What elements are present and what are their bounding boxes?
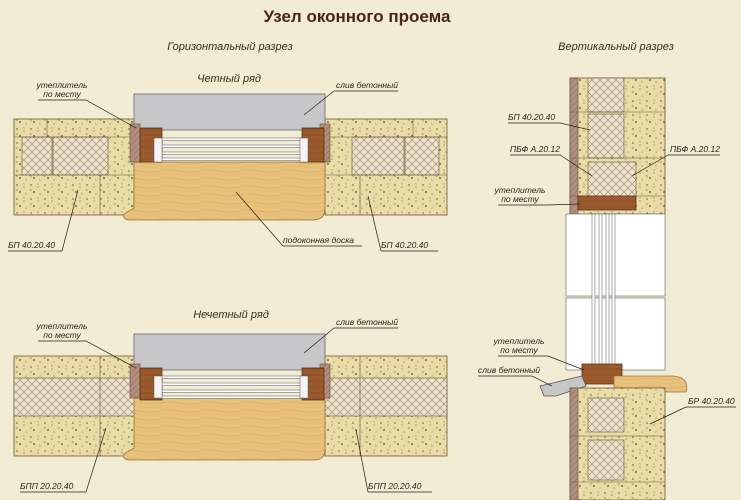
even-row-heading: Четный ряд	[197, 73, 261, 85]
vertical-insulation-bottom-line2: по месту	[500, 345, 538, 355]
horizontal-section-heading: Горизонтальный разрез	[167, 41, 293, 53]
sill-board-label: подоконная доска	[283, 235, 354, 245]
insulation-label-line1: утеплитель	[35, 80, 87, 90]
vertical-sill-label: слив бетонный	[478, 365, 540, 375]
windowsill-board	[123, 161, 326, 221]
odd-right-wall-insulation	[324, 377, 448, 417]
insulation-label-line2: по месту	[43, 89, 81, 99]
vertical-insulation-top-line1: утеплитель	[493, 185, 545, 195]
odd-window-glazing	[157, 375, 305, 399]
bottom-window-frame	[581, 363, 623, 385]
window-glazing	[157, 137, 305, 161]
window-opening-upper	[565, 213, 666, 297]
drawing-title: Узел оконного проема	[264, 7, 451, 26]
lintel-left-label: ПБФ А.20.12	[510, 144, 560, 154]
odd-insulation-label-line1: утеплитель	[35, 321, 87, 331]
right-wall-insulation-1	[351, 136, 405, 176]
left-wall-insulation-1	[21, 136, 53, 176]
vertical-block-bottom-label: БР 40.20.40	[688, 396, 735, 406]
block-left-label: БП 40.20.40	[8, 240, 55, 250]
vertical-insulation-bottom-line1: утеплитель	[492, 336, 544, 346]
vertical-section: БП 40.20.40 ПБФ А.20.12 ПБФ А.20.12 утеп…	[478, 77, 736, 500]
top-window-frame	[577, 195, 637, 211]
vertical-insulation-top-line2: по месту	[501, 194, 539, 204]
odd-concrete-sill-label: слив бетонный	[336, 317, 398, 327]
odd-block-right-label: БПП 20.20.40	[368, 481, 422, 491]
window-opening-lower	[565, 297, 666, 371]
odd-block-left-label: БПП 20.20.40	[20, 481, 74, 491]
odd-concrete-sill	[133, 333, 326, 371]
odd-windowsill-board	[123, 397, 326, 461]
right-wall-insulation-2	[404, 136, 440, 176]
concrete-sill	[133, 93, 326, 131]
odd-left-wall-insulation	[13, 377, 136, 417]
odd-row-heading: Нечетный ряд	[193, 309, 269, 321]
odd-row-section: Нечетный ряд утеплитель по месту	[13, 309, 448, 493]
lintel-right-label: ПБФ А.20.12	[670, 144, 720, 154]
block-right-label: БП 40.20.40	[381, 240, 428, 250]
vertical-section-heading: Вертикальный разрез	[558, 41, 674, 53]
left-wall-insulation-2	[52, 136, 109, 176]
vertical-block-top-label: БП 40.20.40	[508, 112, 555, 122]
concrete-sill-label: слив бетонный	[336, 80, 398, 90]
lintel-insulation	[587, 161, 637, 197]
odd-insulation-label-line2: по месту	[43, 330, 81, 340]
even-row-section: Четный ряд	[8, 73, 448, 252]
